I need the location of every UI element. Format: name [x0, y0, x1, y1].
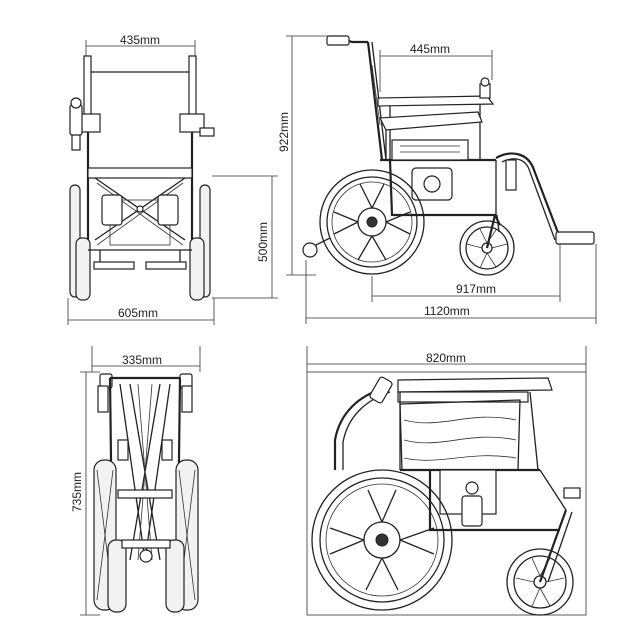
label-overall-height: 922mm — [277, 112, 291, 152]
label-seat-depth: 445mm — [410, 42, 450, 56]
label-overall-length: 1120mm — [424, 304, 470, 318]
dimension-front-width: 435mm — [85, 33, 196, 56]
dimension-seat-depth: 445mm — [379, 42, 493, 92]
label-folded-height: 735mm — [70, 472, 84, 512]
side-view — [302, 35, 595, 276]
dimension-overall-width: 605mm — [67, 298, 215, 325]
label-seat-height: 500mm — [256, 222, 270, 262]
front-view — [69, 55, 215, 301]
label-wheelbase: 917mm — [456, 282, 496, 296]
folded-front-view — [93, 373, 199, 613]
label-folded-length: 820mm — [426, 351, 466, 365]
dimension-seat-height: 500mm — [212, 175, 278, 299]
dimension-wheelbase: 917mm — [371, 244, 561, 302]
dimension-folded-length: 820mm — [306, 346, 587, 372]
folded-side-view — [306, 371, 587, 616]
label-folded-width: 335mm — [122, 353, 162, 367]
dimension-folded-height: 735mm — [70, 371, 100, 616]
label-front-width: 435mm — [120, 33, 160, 47]
label-overall-width: 605mm — [118, 306, 158, 320]
dimension-overall-length: 1120mm — [305, 244, 597, 324]
dimension-overall-height: 922mm — [277, 35, 330, 276]
dimension-folded-width: 335mm — [91, 346, 201, 372]
